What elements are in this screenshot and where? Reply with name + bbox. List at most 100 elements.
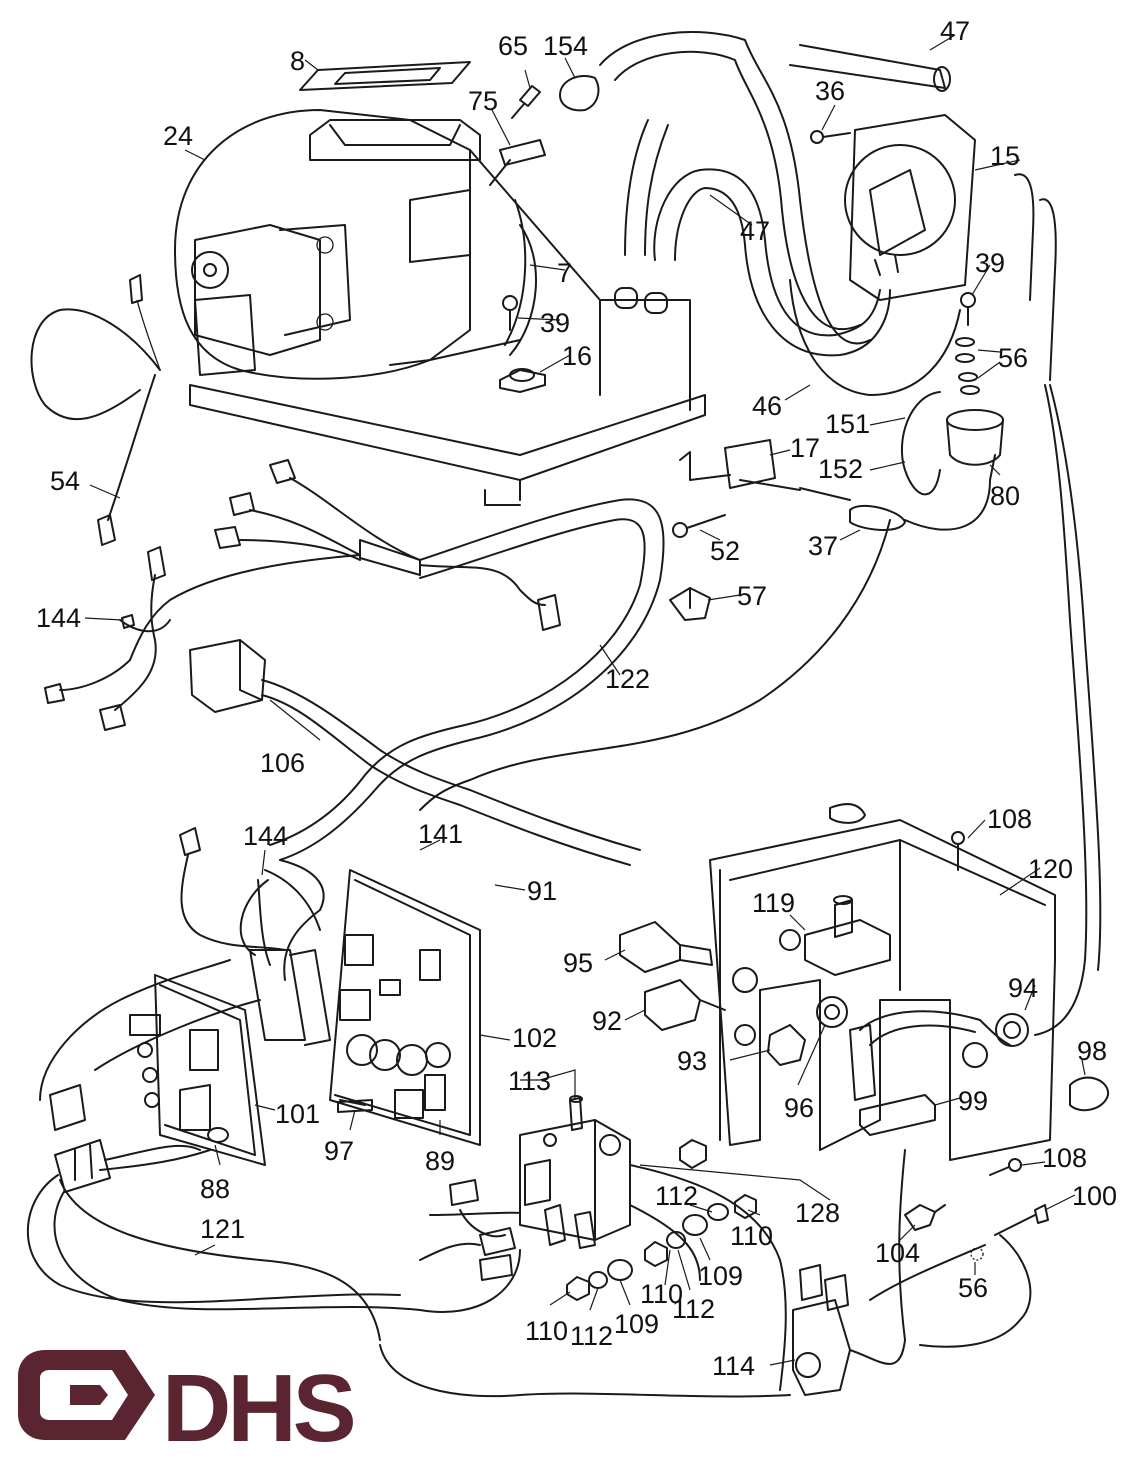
- part-label: 120: [1028, 854, 1073, 884]
- silicone-tubes: [599, 31, 961, 396]
- part-label: 88: [200, 1174, 230, 1204]
- microswitch: [859, 1076, 1110, 1136]
- part-label: 89: [425, 1146, 455, 1176]
- logo-arrow-mark: [18, 1350, 155, 1440]
- part-label: 98: [1077, 1036, 1107, 1066]
- part-label: 110: [640, 1279, 683, 1309]
- cable-glands: [619, 921, 726, 1031]
- part-label: 56: [958, 1273, 988, 1303]
- gasket: [299, 61, 471, 91]
- part-label: 65: [498, 31, 528, 61]
- part-label: 109: [698, 1261, 743, 1291]
- part-label: 114: [712, 1351, 755, 1381]
- part-label: 100: [1072, 1181, 1117, 1211]
- part-label: 56: [998, 343, 1028, 373]
- part-label: 119: [752, 888, 795, 918]
- part-label: 52: [710, 536, 740, 566]
- washers-and-cap: [946, 337, 1004, 466]
- logo-arrow-inner: [70, 1385, 108, 1405]
- fan-housing: [174, 109, 706, 506]
- part-label: 94: [1008, 973, 1038, 1003]
- overheat-thermostat: [499, 368, 546, 393]
- part-label: 36: [815, 76, 845, 106]
- screw-52: [672, 514, 726, 538]
- part-label: 57: [737, 581, 767, 611]
- part-label: 110: [730, 1221, 773, 1251]
- part-label: 95: [563, 948, 593, 978]
- part-label: 93: [677, 1046, 707, 1076]
- part-label: 102: [512, 1023, 557, 1053]
- part-label: 121: [200, 1214, 245, 1244]
- part-label: 144: [36, 603, 81, 633]
- nuts-and-grommets: [767, 996, 1029, 1066]
- part-label: 144: [243, 821, 288, 851]
- leader-lines: [84, 34, 1086, 1366]
- part-label: 47: [740, 216, 770, 246]
- screws-lower: [904, 1158, 1049, 1261]
- part-label: 108: [1042, 1143, 1087, 1173]
- gas-valve: [519, 1095, 631, 1249]
- valve-spindle: [804, 895, 891, 976]
- part-label: 110: [525, 1316, 568, 1346]
- part-label: 39: [975, 248, 1005, 278]
- part-label: 8: [290, 46, 305, 76]
- part-label: 141: [418, 819, 463, 849]
- part-label: 39: [540, 308, 570, 338]
- part-label: 7: [557, 258, 572, 288]
- part-label: 112: [672, 1294, 715, 1324]
- display-pcb: [129, 974, 266, 1166]
- part-label: 17: [790, 433, 820, 463]
- part-label: 54: [50, 466, 80, 496]
- part-label: 154: [543, 31, 588, 61]
- cable-clip: [669, 587, 711, 621]
- part-label: 37: [808, 531, 838, 561]
- part-label: 151: [825, 409, 870, 439]
- control-bracket: [709, 803, 1056, 1161]
- loom-upper: [44, 459, 561, 731]
- part-label: 152: [818, 454, 863, 484]
- part-label: 96: [784, 1093, 814, 1123]
- part-label: 122: [605, 664, 650, 694]
- part-label: 104: [875, 1238, 920, 1268]
- nuts-washers: [566, 1139, 757, 1301]
- part-label: 24: [163, 121, 193, 151]
- part-label: 112: [655, 1181, 698, 1211]
- part-label: 92: [592, 1006, 622, 1036]
- main-pcb: [329, 869, 481, 1146]
- part-label: 106: [260, 748, 305, 778]
- part-label: 91: [527, 876, 557, 906]
- ht-leads: [900, 391, 996, 531]
- mains-connector: [189, 639, 641, 866]
- conduit-122: [269, 498, 665, 861]
- part-label: 113: [508, 1066, 551, 1096]
- part-label: 108: [987, 804, 1032, 834]
- limit-switch: [792, 1264, 906, 1396]
- part-label: 99: [958, 1086, 988, 1116]
- pressure-switch: [844, 114, 976, 301]
- part-label: 47: [940, 16, 970, 46]
- part-label: 97: [324, 1136, 354, 1166]
- cable-54: [30, 274, 161, 546]
- part-label: 109: [614, 1309, 659, 1339]
- part-label: 15: [990, 141, 1020, 171]
- sensor-fitting: [489, 75, 600, 186]
- ignition-element-lead: [1014, 173, 1102, 1036]
- logo-text: DHS: [162, 1355, 354, 1462]
- part-labels: 8 65 154 47 24 75 36 15 7 47 39 39 16 56…: [36, 16, 1117, 1381]
- part-label: 80: [990, 481, 1020, 511]
- part-label: 75: [468, 86, 498, 116]
- part-label: 128: [795, 1198, 840, 1228]
- dhs-logo: DHS: [18, 1350, 358, 1462]
- part-label: 46: [752, 391, 782, 421]
- lower-right-leads: [629, 1149, 1032, 1391]
- part-label: 16: [562, 341, 592, 371]
- screws-upper: [502, 130, 976, 331]
- part-label: 112: [570, 1321, 613, 1351]
- burner-electrode: [679, 439, 906, 531]
- harness-lower: [26, 827, 791, 1398]
- part-label: 101: [275, 1099, 320, 1129]
- right-lead: [419, 519, 891, 811]
- fuse: [337, 1099, 373, 1113]
- bracket-harness: [849, 1010, 1011, 1101]
